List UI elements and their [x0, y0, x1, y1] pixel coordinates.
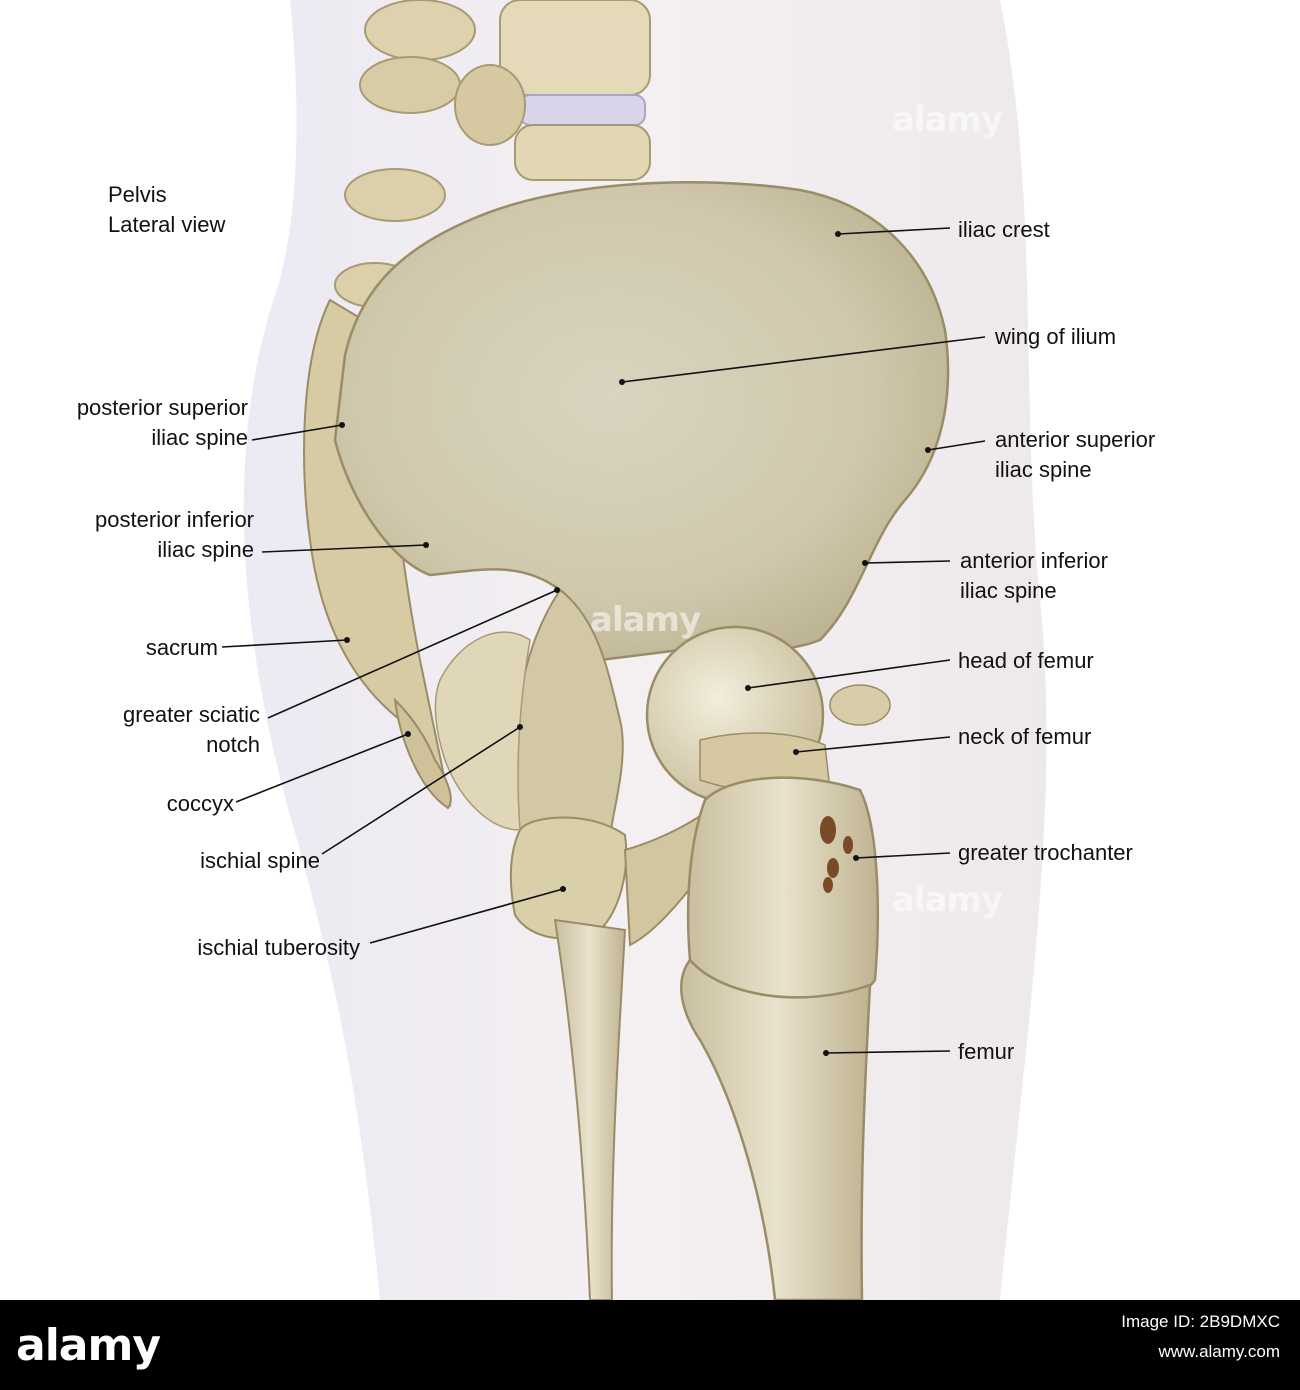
label-ischial-spine: ischial spine [200, 848, 320, 873]
footer-bar: alamy Image ID: 2B9DMXC www.alamy.com [0, 1300, 1300, 1390]
leader-lines [221, 227, 986, 1054]
label-neck-of-femur: neck of femur [958, 724, 1092, 749]
title-line-2: Lateral view [108, 212, 226, 237]
ilium-wing [333, 180, 950, 662]
back-femur-shaft [553, 918, 627, 1300]
footer-url: www.alamy.com [1158, 1342, 1280, 1361]
watermark: alamy [892, 880, 1003, 920]
ischial-tuberosity-shape [509, 816, 628, 940]
label-anterior-superior-iliac-spine: anterior superior iliac spine [995, 425, 1155, 485]
label-head-of-femur: head of femur [958, 648, 1094, 673]
label-line: iliac spine [157, 537, 254, 562]
label-coccyx: coccyx [166, 791, 234, 816]
label-line: iliac spine [960, 578, 1057, 603]
pelvis-illustration [221, 0, 1047, 1300]
diagram-title: Pelvis Lateral view [108, 180, 225, 240]
label-ischial-tuberosity: ischial tuberosity [197, 935, 360, 960]
greater-trochanter-shape [686, 776, 880, 1012]
label-line: anterior superior [995, 427, 1156, 452]
label-line: posterior superior [76, 395, 248, 420]
label-line: iliac spine [151, 425, 248, 450]
femur-shaft [680, 958, 872, 1300]
watermark: alamy [892, 100, 1003, 140]
footer-brand-logo: alamy [16, 1320, 161, 1371]
label-posterior-inferior-iliac-spine: posterior inferior iliac spine [95, 505, 254, 565]
leader-dots [339, 231, 931, 1056]
label-line: greater sciatic [123, 702, 260, 727]
label-femur: femur [958, 1039, 1015, 1064]
label-line: iliac spine [995, 457, 1092, 482]
label-line: anterior inferior [960, 548, 1108, 573]
label-posterior-superior-iliac-spine: posterior superior iliac spine [77, 393, 248, 453]
label-anterior-inferior-iliac-spine: anterior inferior iliac spine [960, 546, 1108, 606]
label-line: posterior inferior [95, 507, 254, 532]
label-greater-trochanter: greater trochanter [958, 840, 1133, 865]
label-iliac-crest: iliac crest [958, 217, 1050, 242]
label-wing-of-ilium: wing of ilium [995, 324, 1117, 349]
footer-image-id: Image ID: 2B9DMXC [1121, 1312, 1280, 1331]
obturator-area [434, 631, 531, 831]
label-sacrum: sacrum [145, 635, 218, 660]
watermark: alamy [590, 600, 701, 640]
anatomy-diagram: alamy alamy alamy Pelvis Lateral view il… [77, 0, 1155, 1300]
label-greater-sciatic-notch: greater sciatic notch [123, 700, 260, 760]
title-line-1: Pelvis [108, 182, 167, 207]
label-line: notch [206, 732, 260, 757]
